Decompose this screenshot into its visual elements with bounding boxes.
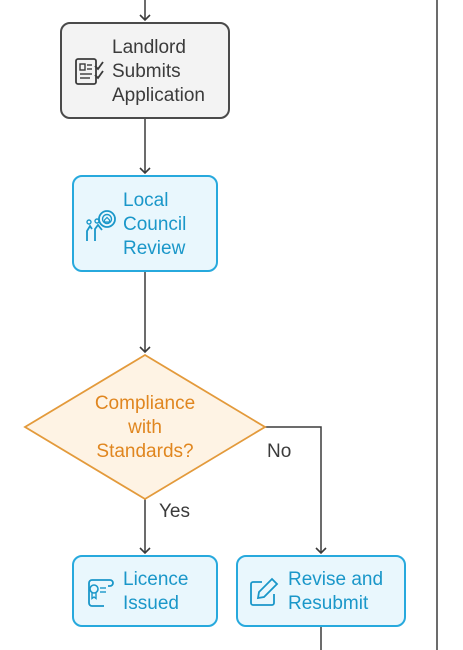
- label-line: Review: [123, 238, 186, 259]
- edge-label-no: No: [267, 441, 292, 462]
- node-label: Landlord Submits Application: [112, 36, 205, 108]
- label-line: Application: [112, 85, 205, 106]
- label-line: Landlord: [112, 37, 186, 58]
- label-line: with: [128, 417, 162, 438]
- label-line: Resubmit: [288, 593, 369, 614]
- node-revise-and-resubmit[interactable]: Revise and Resubmit: [236, 555, 406, 627]
- label-line: Submits: [112, 61, 181, 82]
- node-landlord-submits-application[interactable]: Landlord Submits Application: [60, 22, 230, 119]
- label-line: Local: [123, 190, 169, 211]
- label-line: Licence: [123, 569, 189, 590]
- arrow-decision-to-revise: [265, 426, 327, 555]
- label-line: Standards?: [96, 441, 194, 462]
- node-local-council-review[interactable]: Local Council Review: [72, 175, 218, 272]
- label-line: Revise and: [288, 569, 384, 590]
- node-label: Revise and Resubmit: [288, 568, 383, 616]
- node-licence-issued[interactable]: Licence Issued: [72, 555, 218, 627]
- certificate-icon: [84, 576, 116, 613]
- node-label: Local Council Review: [123, 189, 186, 261]
- council-review-icon: [83, 209, 117, 248]
- decision-diamond[interactable]: [23, 353, 267, 501]
- decision-label: Compliance with Standards?: [65, 392, 225, 464]
- label-line: Compliance: [94, 393, 196, 414]
- label-line: Council: [123, 214, 187, 235]
- edit-icon: [248, 576, 280, 613]
- edge-label-yes: Yes: [159, 501, 190, 522]
- node-label: Licence Issued: [123, 568, 189, 616]
- label-line: Issued: [123, 593, 179, 614]
- application-form-icon: [74, 57, 104, 92]
